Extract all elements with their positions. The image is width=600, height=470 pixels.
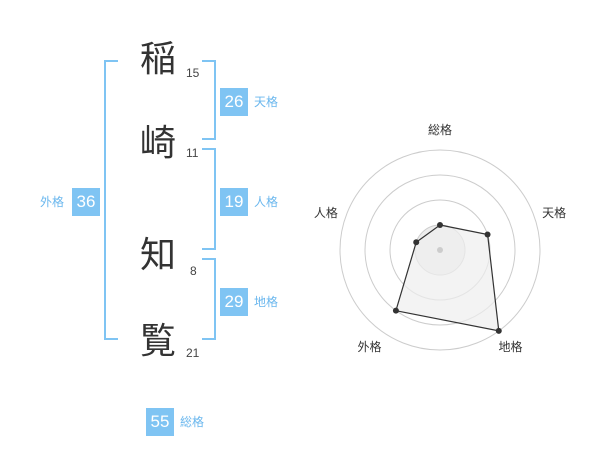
name-char-2: 崎 (140, 123, 177, 164)
jinkaku-bracket (202, 148, 216, 250)
soukaku-label: 総格 (180, 415, 205, 429)
stroke-count-4: 21 (186, 346, 200, 360)
jinkaku-value: 19 (220, 188, 248, 216)
gaikaku-label: 外格 (40, 195, 65, 209)
radar-polygon (395, 224, 500, 332)
tenkaku-bracket (202, 60, 216, 140)
tenkaku-value: 26 (220, 88, 248, 116)
stroke-count-2: 11 (186, 146, 199, 160)
radar-point-天格 (484, 231, 491, 238)
chikaku-value: 29 (220, 288, 248, 316)
gaikaku-bracket (104, 60, 118, 340)
stroke-count-1: 15 (186, 66, 200, 80)
gaikaku-value: 36 (72, 188, 100, 216)
radar-axis-label-2: 地格 (499, 339, 523, 354)
radar-axis-label-0: 総格 (428, 122, 452, 137)
tenkaku-label: 天格 (254, 95, 279, 109)
jinkaku-label: 人格 (254, 195, 279, 209)
name-char-3: 知 (140, 235, 177, 276)
radar-ring-3 (364, 174, 516, 326)
radar-point-総格 (437, 222, 443, 228)
radar-axis-label-1: 天格 (542, 205, 566, 220)
radar-axis-label-3: 外格 (357, 339, 381, 354)
radar-ring-4 (339, 149, 541, 351)
name-char-4: 覧 (140, 321, 177, 362)
name-char-1: 稲 (140, 39, 177, 80)
radar-axis-label-4: 人格 (314, 205, 338, 220)
radar-point-外格 (392, 307, 399, 314)
radar-point-人格 (413, 239, 420, 246)
radar-center (437, 247, 443, 253)
stroke-count-3: 8 (190, 264, 197, 278)
soukaku-value: 55 (146, 408, 174, 436)
radar-point-地格 (495, 327, 502, 334)
chikaku-bracket (202, 258, 216, 340)
chikaku-label: 地格 (254, 295, 279, 309)
